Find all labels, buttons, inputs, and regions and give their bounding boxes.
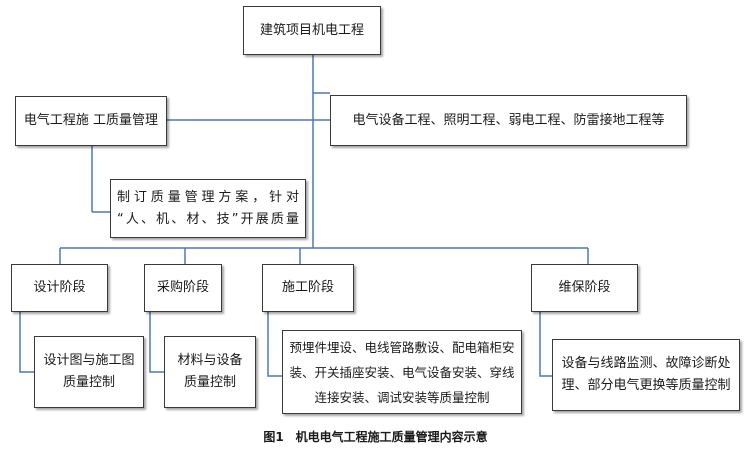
construction-detail-line-3: 连接安装、调试安装等质量控制 [314,389,490,405]
purchase-detail-line-1: 材料与设备 [177,353,243,368]
design-detail-line-1: 设计图与施工图 [43,353,135,368]
design-detail-line-2: 质量控制 [62,375,115,390]
scope-label: 电气设备工程、照明工程、弱电工程、防雷接地工程等 [352,112,665,128]
quality-management-node: 电气工程施 工质量管理 [15,96,167,146]
connector-maintenance-detail [539,312,552,377]
design-detail-node: 设计图与施工图 质量控制 [34,336,144,408]
stage-maintenance: 维保阶段 [531,264,638,312]
quality-plan-node: 制订质量管理方案，针对 “人、机、材、技”开展质量 [110,179,306,238]
stage-construction: 施工阶段 [262,264,354,312]
quality-plan-line-1: 制订质量管理方案，针对 [117,189,299,205]
connector-purchase-detail [149,312,164,373]
root-node-label: 建筑项目机电工程 [259,22,364,38]
connector-construction-detail [267,312,282,377]
stage-design-label: 设计阶段 [33,280,86,295]
connector-design-detail [19,312,34,373]
maintenance-detail-line-2: 理、部分电气更换等质量控制 [561,378,731,393]
stage-purchase: 采购阶段 [144,264,222,312]
quality-management-label: 电气工程施 工质量管理 [23,113,159,128]
scope-node: 电气设备工程、照明工程、弱电工程、防雷接地工程等 [330,95,687,146]
quality-plan-line-2: “人、机、材、技”开展质量 [117,211,299,227]
maintenance-detail-line-1: 设备与线路监测、故障诊断处 [561,356,731,371]
stage-design: 设计阶段 [11,264,108,312]
construction-detail-node: 预埋件埋设、电线管路敷设、配电箱柜安 装、开关插座安装、电气设备安装、穿线 连接… [282,330,522,414]
stage-maintenance-label: 维保阶段 [558,280,611,295]
root-node: 建筑项目机电工程 [243,6,381,55]
construction-detail-line-1: 预埋件埋设、电线管路敷设、配电箱柜安 [289,339,515,355]
stage-purchase-label: 采购阶段 [156,280,209,295]
maintenance-detail-node: 设备与线路监测、故障诊断处 理、部分电气更换等质量控制 [552,339,740,411]
construction-detail-line-2: 装、开关插座安装、电气设备安装、穿线 [289,364,515,380]
stage-construction-label: 施工阶段 [281,280,334,295]
purchase-detail-line-2: 质量控制 [183,375,236,390]
purchase-detail-node: 材料与设备 质量控制 [164,336,256,408]
figure-caption: 图1 机电电气工程施工质量管理内容示意 [263,430,488,444]
